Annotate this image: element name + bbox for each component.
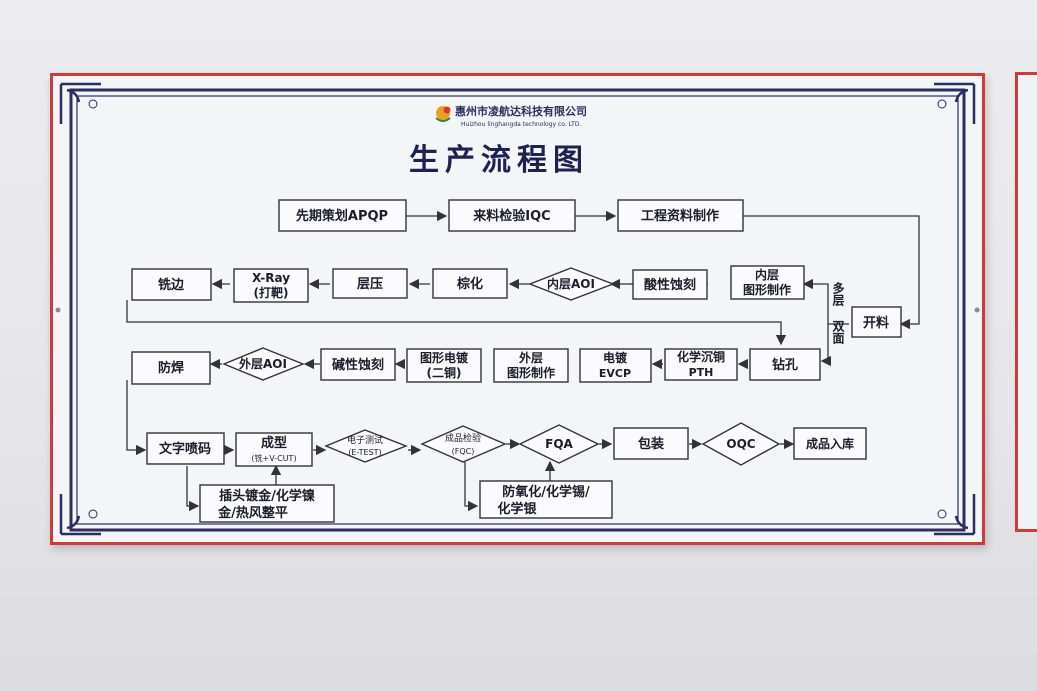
label-press: 层压 — [357, 277, 383, 292]
label-plate2-1: 图形电镀 — [420, 350, 469, 365]
node-finish-osp — [479, 480, 613, 519]
flowchart-board: 惠州市凌航达科技有限公司 Huizhou linghangda technolo… — [50, 73, 985, 545]
label-form-1: 成型 — [261, 435, 287, 451]
node-oqc — [701, 422, 781, 466]
label-finish-gold-1: 插头镀金/化学镍 — [219, 488, 315, 504]
label-xray-1: X-Ray — [252, 271, 290, 285]
label-drill: 钻孔 — [772, 357, 798, 373]
node-eng — [617, 199, 744, 232]
node-finish-gold — [199, 484, 335, 523]
label-silk: 文字喷码 — [159, 441, 211, 457]
label-finish-gold-2: 金/热风整平 — [217, 505, 288, 521]
label-cut: 开料 — [863, 315, 889, 331]
label-pack: 包装 — [638, 436, 664, 452]
node-xray — [233, 268, 309, 303]
node-cut — [851, 306, 902, 338]
label-fqa: FQA — [545, 437, 573, 451]
node-store — [793, 427, 867, 460]
node-mask — [131, 351, 211, 385]
label-inner-aoi: 内层AOI — [547, 276, 595, 291]
label-oqc: OQC — [726, 437, 755, 451]
node-etest — [324, 429, 408, 463]
label-multilayer: 多层 — [831, 281, 845, 307]
label-store: 成品入库 — [806, 436, 854, 451]
node-inner-pattern — [730, 265, 805, 300]
label-alk-etch: 碱性蚀刻 — [332, 357, 384, 373]
label-pth-2: PTH — [689, 366, 714, 379]
label-iqc: 来料检验IQC — [472, 208, 550, 224]
label-fqc-1: 成品检验 — [445, 432, 481, 444]
node-evcp — [579, 348, 652, 383]
label-doubleside: 双面 — [831, 320, 845, 345]
node-pth — [664, 348, 738, 381]
company-name-cn: 惠州市凌航达科技有限公司 — [455, 104, 587, 118]
label-evcp-2: EVCP — [599, 367, 631, 380]
label-edge: 铣边 — [158, 277, 185, 293]
node-iqc — [448, 199, 576, 232]
label-xray-2: (打靶) — [254, 285, 289, 300]
node-press — [332, 268, 408, 299]
decorative-border — [59, 82, 976, 536]
label-inner-pattern-1: 内层 — [755, 267, 779, 282]
label-brown: 棕化 — [456, 276, 483, 292]
node-pattern-plating — [406, 348, 482, 383]
label-fqc-2: (FQC) — [452, 447, 475, 456]
label-plate2-2: (二铜) — [427, 365, 462, 380]
label-etest-1: 电子测试 — [347, 434, 383, 446]
node-silk — [146, 432, 225, 465]
node-drill — [749, 348, 821, 381]
node-fqc — [420, 425, 507, 463]
node-pack — [613, 427, 689, 460]
node-form — [235, 432, 313, 467]
node-fqa — [518, 424, 600, 464]
label-outer-2: 图形制作 — [507, 365, 555, 380]
label-outer-1: 外层 — [519, 350, 543, 365]
process-nodes — [131, 199, 902, 523]
node-labels: 先期策划APQP 来料检验IQC 工程资料制作 开料 多层 双面 内层 图形制作… — [158, 208, 889, 521]
label-inner-pattern-2: 图形制作 — [743, 282, 791, 297]
node-outer-aoi — [222, 347, 305, 381]
label-pth-1: 化学沉铜 — [677, 349, 725, 364]
label-outer-aoi: 外层AOI — [239, 356, 287, 371]
label-mask: 防焊 — [158, 360, 184, 376]
company-logo-icon — [435, 106, 451, 122]
label-evcp-1: 电镀 — [603, 350, 628, 365]
node-edge — [131, 268, 212, 301]
company-name-en: Huizhou linghangda technology co. LTD. — [461, 121, 581, 128]
page-title: 生产流程图 — [409, 143, 589, 178]
node-acid-etch — [632, 269, 708, 300]
node-brown — [432, 268, 508, 299]
label-eng: 工程资料制作 — [641, 208, 719, 224]
label-etest-2: (E-TEST) — [348, 448, 381, 457]
node-outer-pattern — [493, 348, 569, 383]
node-apqp — [278, 199, 407, 232]
node-alk-etch — [320, 348, 396, 381]
label-apqp: 先期策划APQP — [296, 208, 388, 224]
connectors — [126, 210, 920, 512]
node-inner-aoi — [528, 267, 615, 301]
adjacent-board — [1015, 72, 1037, 532]
label-finish-osp-2: 化学银 — [497, 501, 537, 517]
flowchart-canvas: 惠州市凌航达科技有限公司 Huizhou linghangda technolo… — [55, 82, 980, 536]
label-acid-etch: 酸性蚀刻 — [644, 277, 696, 293]
label-finish-osp-1: 防氧化/化学锡/ — [502, 484, 590, 500]
label-form-2: (铣+V-CUT) — [251, 453, 296, 463]
mounting-screws — [55, 307, 980, 313]
